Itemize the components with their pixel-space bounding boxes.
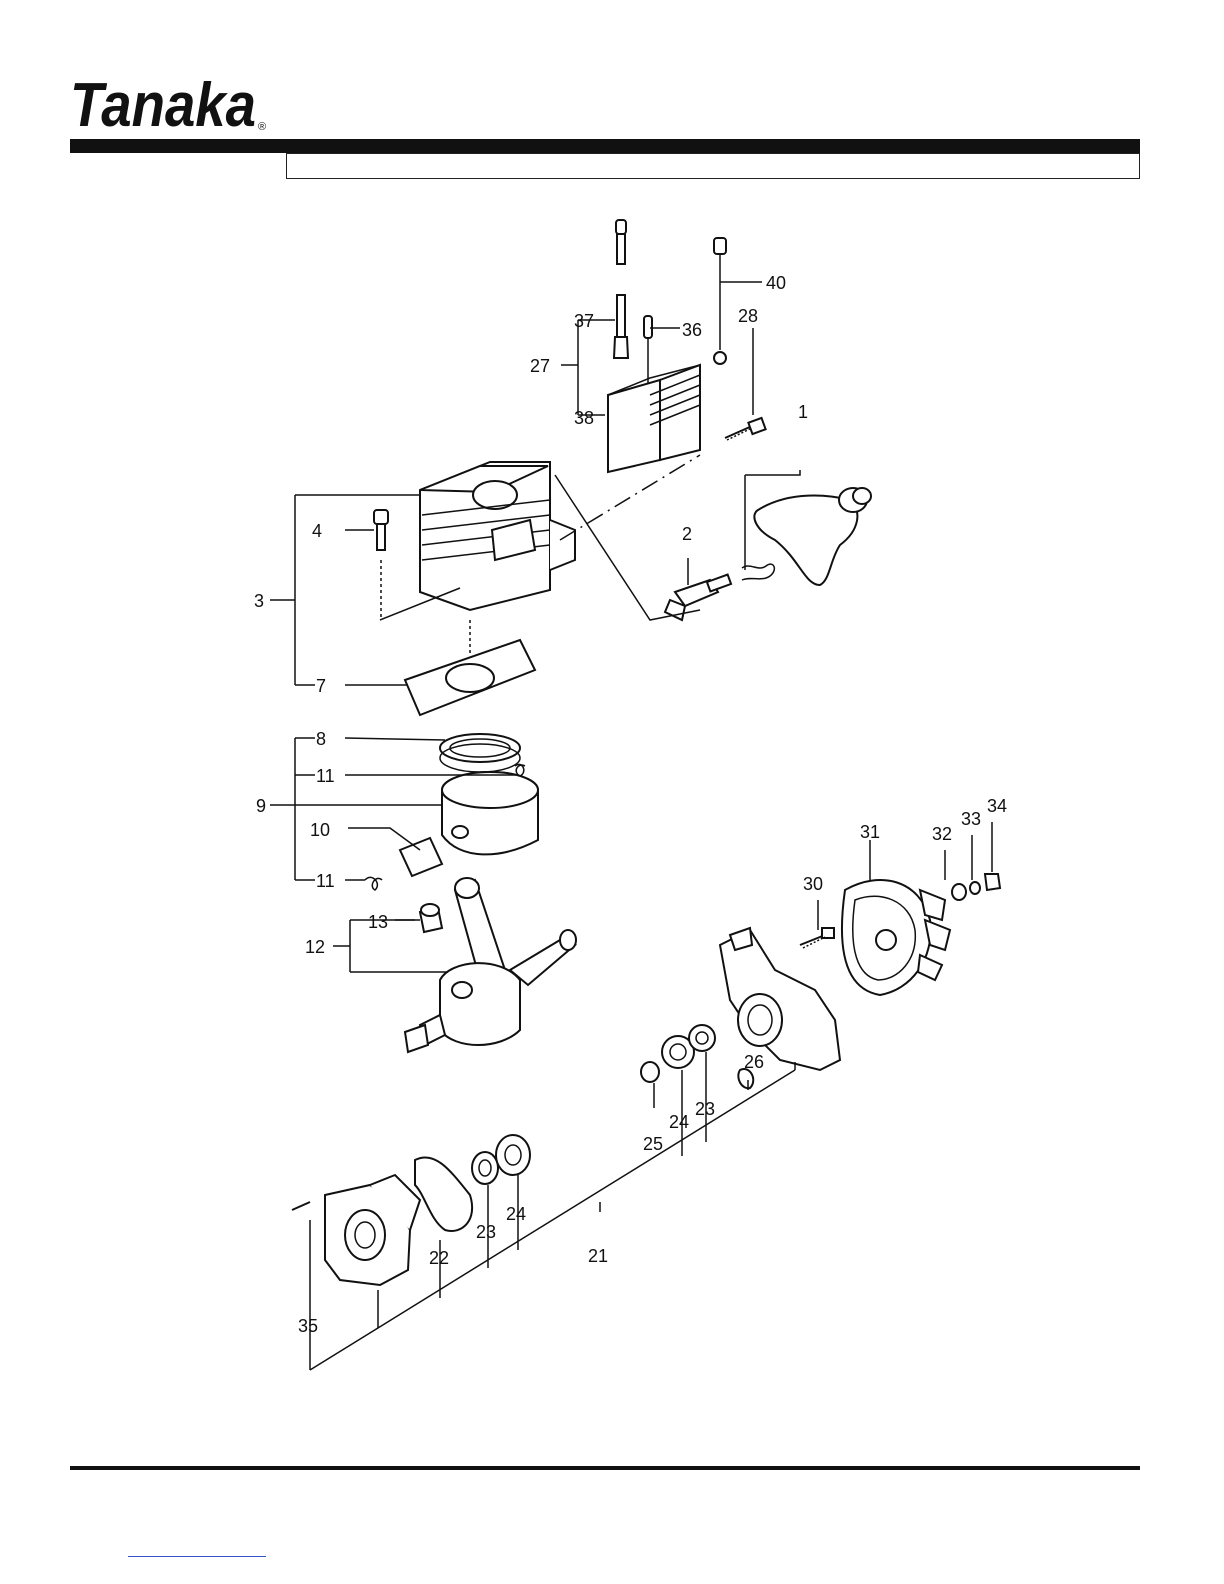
crankshaft-assembly bbox=[333, 878, 576, 1052]
label-part-23-right: 23 bbox=[695, 1099, 715, 1119]
label-part-38: 38 bbox=[574, 408, 594, 428]
header-rule bbox=[70, 139, 1140, 153]
label-part-3: 3 bbox=[254, 591, 264, 611]
label-part-2: 2 bbox=[682, 524, 692, 544]
label-part-24-right: 24 bbox=[669, 1112, 689, 1132]
label-part-31: 31 bbox=[860, 822, 880, 842]
tanaka-logo: Tanaka ® bbox=[70, 70, 270, 134]
label-part-10: 10 bbox=[310, 820, 330, 840]
label-part-37: 37 bbox=[574, 311, 594, 331]
label-part-9: 9 bbox=[256, 796, 266, 816]
label-part-22: 22 bbox=[429, 1248, 449, 1268]
label-part-7: 7 bbox=[316, 676, 326, 696]
label-part-12: 12 bbox=[305, 937, 325, 957]
spark-plug-cap bbox=[742, 470, 871, 585]
footer-rule bbox=[70, 1466, 1140, 1470]
footer-link-underline[interactable] bbox=[128, 1556, 266, 1557]
label-part-30: 30 bbox=[803, 874, 823, 894]
label-part-24-left: 24 bbox=[506, 1204, 526, 1224]
piston-assembly bbox=[270, 734, 538, 890]
label-part-4: 4 bbox=[312, 521, 322, 541]
label-part-36: 36 bbox=[682, 320, 702, 340]
tanaka-logo-mark: Tanaka ® bbox=[70, 70, 270, 134]
label-part-27: 27 bbox=[530, 356, 550, 376]
label-part-23-left: 23 bbox=[476, 1222, 496, 1242]
crankcase-assembly bbox=[292, 928, 840, 1370]
label-part-11-lower: 11 bbox=[316, 871, 335, 891]
label-part-1: 1 bbox=[798, 402, 808, 422]
label-part-34: 34 bbox=[987, 796, 1007, 816]
logo-text: Tanaka bbox=[70, 71, 256, 134]
label-part-40: 40 bbox=[766, 273, 786, 293]
label-part-28: 28 bbox=[738, 306, 758, 326]
label-part-35: 35 bbox=[298, 1316, 318, 1336]
exploded-parts-diagram: 1 2 3 4 7 8 9 10 11 11 12 13 21 22 23 23… bbox=[230, 200, 1070, 1400]
label-part-13: 13 bbox=[368, 912, 388, 932]
label-part-33: 33 bbox=[961, 809, 981, 829]
flywheel-assembly bbox=[800, 822, 1000, 995]
registered-mark: ® bbox=[258, 121, 266, 133]
label-part-8: 8 bbox=[316, 729, 326, 749]
page-title-box bbox=[286, 153, 1140, 179]
label-part-21: 21 bbox=[588, 1246, 608, 1266]
label-part-25: 25 bbox=[643, 1134, 663, 1154]
label-part-32: 32 bbox=[932, 824, 952, 844]
label-part-11-upper: 11 bbox=[316, 766, 335, 786]
ignition-coil-assembly bbox=[561, 220, 766, 472]
label-part-26: 26 bbox=[744, 1052, 764, 1072]
cylinder-assembly bbox=[270, 455, 700, 715]
